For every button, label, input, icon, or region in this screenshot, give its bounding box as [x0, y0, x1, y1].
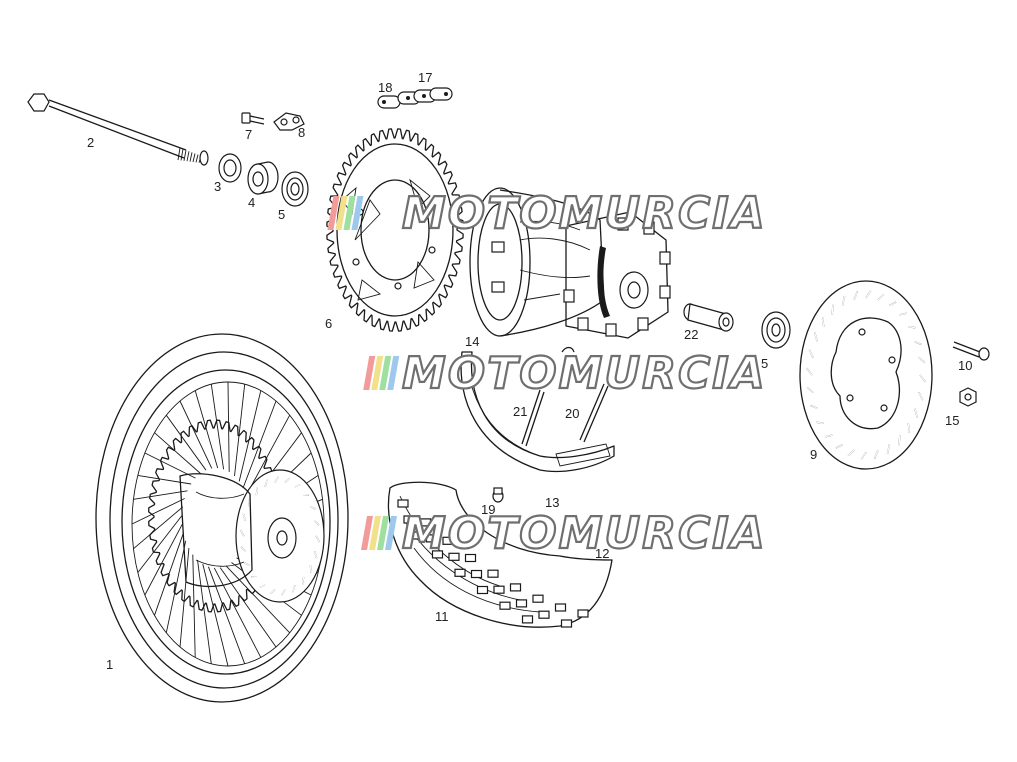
callout-15: 15 [945, 413, 959, 428]
watermark-logo: MOTOMURCIA [363, 347, 767, 400]
disc-bolt-part [952, 341, 990, 361]
callout-12: 12 [595, 546, 609, 561]
callout-19: 19 [481, 502, 495, 517]
chain-link-part [377, 87, 453, 109]
callout-13: 13 [545, 495, 559, 510]
watermark-logo: MOTOMURCIA [361, 507, 767, 560]
axle-part [27, 93, 209, 166]
rim-band-part [460, 351, 615, 473]
watermark-text: MOTOMURCIA [402, 508, 767, 559]
callout-7: 7 [245, 127, 252, 142]
watermark-stripes [361, 516, 398, 550]
callout-17: 17 [418, 70, 432, 85]
callout-5b: 5 [761, 356, 768, 371]
callout-2: 2 [87, 135, 94, 150]
callout-4: 4 [248, 195, 255, 210]
watermark-stripes [363, 356, 400, 390]
nut-part [959, 387, 977, 407]
spacer-tube-part-22 [683, 303, 734, 332]
callout-labels: 1 2 3 4 5 5 6 7 8 9 10 11 12 13 14 15 17… [87, 70, 972, 672]
watermark-stripes [327, 196, 364, 230]
bearing-part-left [281, 171, 309, 207]
hub-part [469, 187, 671, 339]
lock-plate-part-8 [273, 112, 305, 131]
callout-1: 1 [106, 657, 113, 672]
valve-part [492, 487, 504, 503]
bearing-part-right [761, 311, 791, 349]
callout-18: 18 [378, 80, 392, 95]
watermark-text: MOTOMURCIA [402, 348, 767, 399]
callout-9: 9 [810, 447, 817, 462]
callout-20: 20 [565, 406, 579, 421]
bolt-part-7 [241, 112, 265, 125]
callout-22: 22 [684, 327, 698, 342]
callout-3: 3 [214, 179, 221, 194]
callout-10: 10 [958, 358, 972, 373]
spacer-part [247, 161, 279, 195]
wheel-assembly-part [95, 333, 349, 703]
callout-8: 8 [298, 125, 305, 140]
callout-21: 21 [513, 404, 527, 419]
callout-14: 14 [465, 334, 479, 349]
callout-5a: 5 [278, 207, 285, 222]
watermark-text: MOTOMURCIA [402, 188, 767, 239]
seal-part [218, 153, 242, 183]
watermark-logo: MOTOMURCIA [327, 187, 767, 240]
callout-11: 11 [435, 609, 449, 624]
tyre-part [387, 481, 613, 628]
spoke-part [521, 346, 609, 447]
brake-disc-part [799, 280, 933, 470]
callout-6: 6 [325, 316, 332, 331]
